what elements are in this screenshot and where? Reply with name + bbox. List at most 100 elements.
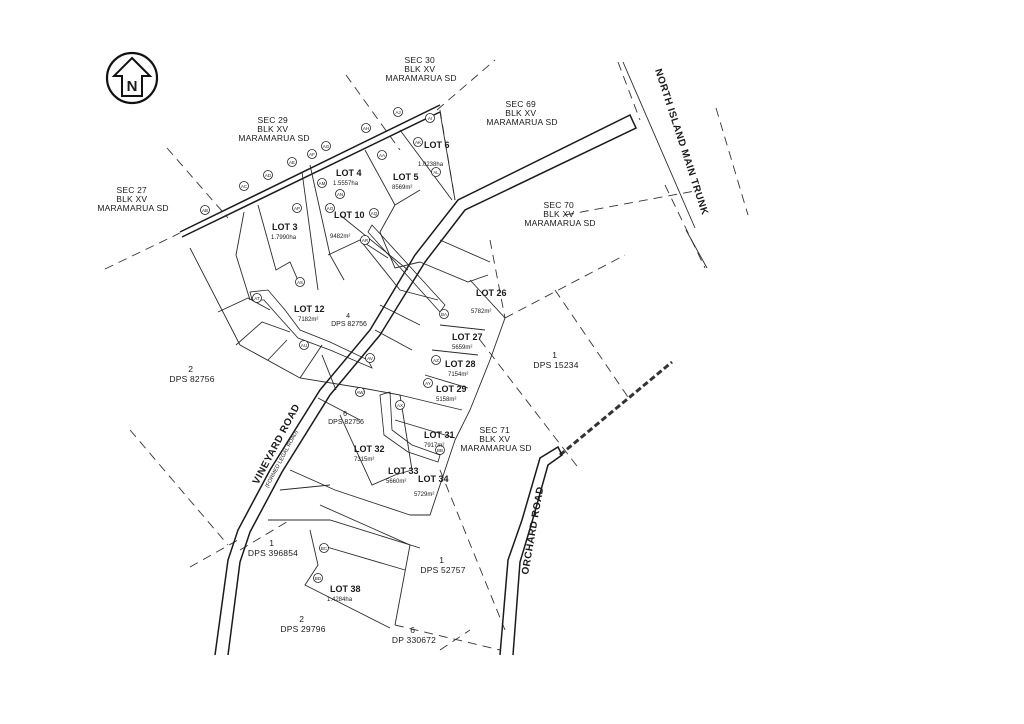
svg-text:5729m²: 5729m²: [414, 492, 434, 498]
svg-text:AG: AG: [323, 144, 330, 149]
marker-point: AR: [360, 235, 370, 245]
section-labels: SEC 30 BLK XV MARAMARUA SD SEC 29 BLK XV…: [97, 55, 595, 453]
svg-text:AF: AF: [309, 152, 315, 157]
section-label-sec70: SEC 70 BLK XV MARAMARUA SD: [524, 200, 595, 228]
svg-text:LOT 10: LOT 10: [334, 210, 365, 220]
svg-text:AZ: AZ: [433, 358, 439, 363]
lot-label-lot26: LOT 26 5782m²: [471, 288, 507, 315]
dp-label-dp1-396854: 1 DPS 396854: [248, 538, 298, 558]
svg-text:AX: AX: [397, 403, 403, 408]
svg-text:AI: AI: [428, 116, 432, 121]
svg-text:1.7990ha: 1.7990ha: [271, 235, 297, 241]
svg-text:LOT 33: LOT 33: [388, 466, 419, 476]
svg-text:AV: AV: [367, 356, 373, 361]
svg-text:LOT 28: LOT 28: [445, 359, 476, 369]
svg-text:7917m²: 7917m²: [424, 443, 444, 449]
section-label-sec69: SEC 69 BLK XV MARAMARUA SD: [486, 99, 557, 127]
svg-text:AR: AR: [362, 238, 369, 243]
section-boundaries: [104, 59, 749, 651]
marker-point: AE: [287, 157, 297, 167]
marker-point: AA: [377, 150, 387, 160]
survey-markers: AI AJ AH AG AF AE AD AC AB AA AK AL AM A…: [200, 107, 449, 583]
svg-text:AM: AM: [319, 181, 326, 186]
svg-text:AJ: AJ: [395, 110, 400, 115]
svg-text:AY: AY: [425, 381, 431, 386]
svg-text:LOT 34: LOT 34: [418, 474, 449, 484]
north-arrow-label: N: [127, 78, 138, 95]
svg-text:LOT 29: LOT 29: [436, 384, 467, 394]
svg-text:LOT 26: LOT 26: [476, 288, 507, 298]
lot-label-lot38: LOT 38 1.4284ha: [327, 584, 361, 603]
rail-corridor: [622, 61, 708, 269]
lot-labels: LOT 31.7990ha LOT 41.5557ha LOT 58569m² …: [271, 140, 507, 603]
marker-point: AO: [325, 203, 335, 213]
svg-text:AP: AP: [294, 206, 300, 211]
marker-point: AS: [295, 277, 305, 287]
svg-text:LOT 38: LOT 38: [330, 584, 361, 594]
marker-point: AY: [423, 378, 433, 388]
marker-point: AF: [307, 149, 317, 159]
svg-text:9482m²: 9482m²: [330, 234, 350, 240]
lot-label-lot3: LOT 3 1.7990ha: [271, 222, 298, 241]
section-label-sec30: SEC 30 BLK XV MARAMARUA SD: [385, 55, 456, 83]
marker-point: AG: [321, 141, 331, 151]
svg-text:LOT 12: LOT 12: [294, 304, 325, 314]
dp-label-dp1-52757: 1 DPS 52757: [420, 555, 465, 575]
marker-point: AB: [200, 205, 210, 215]
marker-point: AQ: [369, 208, 379, 218]
svg-text:BD: BD: [315, 576, 322, 581]
dp-label-dp2-29796: 2 DPS 29796: [280, 614, 325, 634]
svg-text:AB: AB: [202, 208, 208, 213]
svg-text:BA: BA: [441, 312, 447, 317]
svg-text:5660m²: 5660m²: [386, 479, 406, 485]
svg-text:LOT 3: LOT 3: [272, 222, 298, 232]
marker-point: AK: [413, 137, 423, 147]
svg-text:AE: AE: [289, 160, 295, 165]
svg-text:LOT 32: LOT 32: [354, 444, 385, 454]
dp-label-dp1-15234: 1 DPS 15234: [533, 350, 578, 370]
svg-text:5782m²: 5782m²: [471, 309, 491, 315]
svg-text:AH: AH: [363, 126, 369, 131]
marker-point: AJ: [393, 107, 403, 117]
svg-text:BC: BC: [321, 546, 328, 551]
section-label-sec27: SEC 27 BLK XV MARAMARUA SD: [97, 185, 168, 213]
deposited-plan-labels: 2 DPS 82756 4 DPS 82756 6 DPS 82756 1 DP…: [169, 313, 578, 645]
marker-point: AL: [431, 167, 441, 177]
svg-text:AS: AS: [297, 280, 303, 285]
marker-point: BA: [439, 309, 449, 319]
marker-point: AZ: [431, 355, 441, 365]
marker-point: AH: [361, 123, 371, 133]
rail-label: NORTH ISLAND MAIN TRUNK: [652, 68, 710, 217]
svg-text:7315m²: 7315m²: [354, 457, 374, 463]
dp-label-dp2-82756: 2 DPS 82756: [169, 364, 214, 384]
vineyard-road: [214, 113, 637, 656]
svg-text:LOT 6: LOT 6: [424, 140, 450, 150]
marker-point: AW: [355, 387, 365, 397]
marker-point: AC: [239, 181, 249, 191]
marker-point: AU: [299, 340, 309, 350]
svg-text:AW: AW: [356, 390, 364, 395]
dp-label-dp6-82756: 6 DPS 82756: [328, 411, 364, 426]
svg-text:AK: AK: [415, 140, 421, 145]
marker-point: AT: [252, 293, 262, 303]
road-labels: VINEYARD ROAD (FORMED LEGAL ROAD) ORCHAR…: [251, 68, 710, 576]
svg-text:AO: AO: [327, 206, 334, 211]
orchard-road-label: ORCHARD ROAD: [520, 486, 546, 576]
marker-point: AN: [335, 189, 345, 199]
svg-text:7182m²: 7182m²: [298, 317, 318, 323]
svg-text:LOT 27: LOT 27: [452, 332, 483, 342]
marker-point: BD: [313, 573, 323, 583]
orchard-road: [499, 445, 563, 656]
marker-point: AX: [395, 400, 405, 410]
svg-text:AQ: AQ: [371, 211, 378, 216]
marker-point: BC: [319, 543, 329, 553]
marker-point: AI: [425, 113, 435, 123]
svg-text:1.4284ha: 1.4284ha: [327, 597, 353, 603]
marker-point: AP: [292, 203, 302, 213]
